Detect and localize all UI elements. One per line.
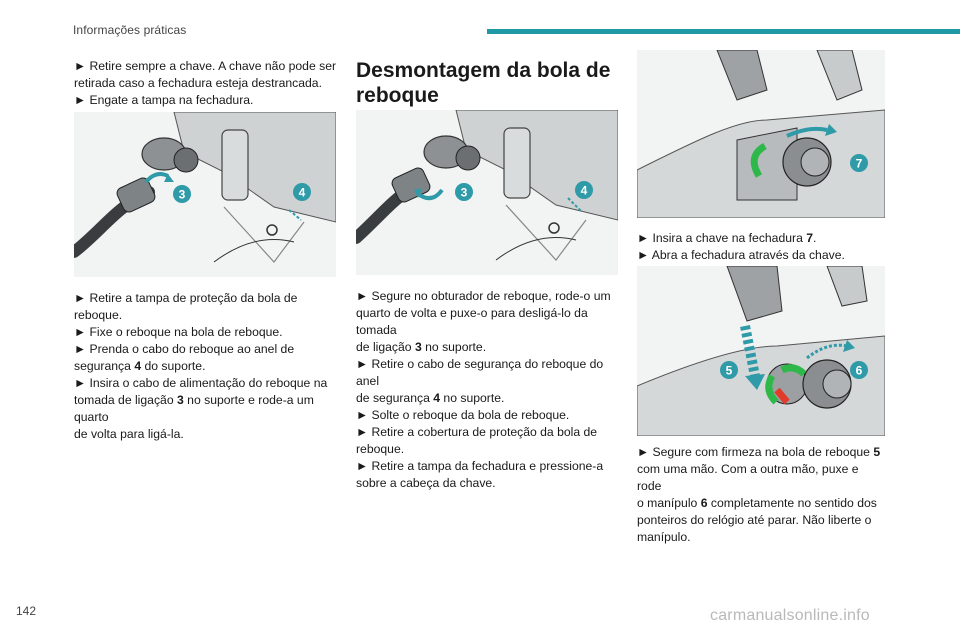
step-line: ► Segure com firmeza na bola de reboque … xyxy=(637,444,885,461)
step-line: sobre a cabeça da chave. xyxy=(356,476,496,490)
step-line: segurança 4 do suporte. xyxy=(74,358,344,375)
illustration-release-knob: 5 6 xyxy=(637,266,885,436)
step-line: de volta para ligá-la. xyxy=(74,427,184,441)
callout-badge-6 xyxy=(850,361,868,379)
heading-line-1: Desmontagem da bola de xyxy=(356,59,611,82)
header-accent-bar xyxy=(487,29,960,34)
callout-badge-7 xyxy=(850,154,868,172)
step-line: ► Retire a tampa da fechadura e pression… xyxy=(356,459,604,473)
step-line: ► Segure no obturador de reboque, rode-o… xyxy=(356,289,611,303)
text-fragment: de segurança xyxy=(356,391,434,405)
text-fragment: ► Insira a chave na fechadura xyxy=(637,231,807,245)
callout-badge-3 xyxy=(455,183,473,201)
text-fragment: do suporte. xyxy=(141,359,206,373)
figure-disconnect-cable: 3 4 xyxy=(356,110,618,275)
ref-number: 7 xyxy=(806,231,814,245)
step-line: ► Fixe o reboque na bola de reboque. xyxy=(74,325,283,339)
step-line: reboque. xyxy=(356,442,405,456)
figure-connect-cable: 3 4 xyxy=(74,112,336,277)
text-fragment: tomada de ligação xyxy=(74,393,177,407)
watermark: carmanualsonline.info xyxy=(710,607,870,624)
callout-badge-3 xyxy=(173,185,191,203)
illustration-tow-socket-connect: 3 4 xyxy=(74,112,336,277)
text-fragment: no suporte. xyxy=(421,340,487,354)
illustration-tow-socket-disconnect: 3 4 xyxy=(356,110,618,275)
step-line: ► Insira o cabo de alimentação do reboqu… xyxy=(74,376,328,390)
step-line: tomada de ligação 3 no suporte e rode-a … xyxy=(74,392,344,426)
illustration-lock-key: 7 xyxy=(637,50,885,218)
steps-text: ► Retire a tampa de proteção da bola de … xyxy=(74,290,344,443)
steps-text: ► Segure no obturador de reboque, rode-o… xyxy=(356,288,620,492)
callout-badge-4 xyxy=(575,181,593,199)
figure-turn-knob: 5 6 xyxy=(637,266,885,436)
step-line: quarto de volta e puxe-o para desligá-lo… xyxy=(356,306,588,337)
mid-text: ► Insira a chave na fechadura 7. ► Abra … xyxy=(637,230,885,264)
ref-number: 3 xyxy=(414,340,422,354)
callout-6: 6 xyxy=(856,364,863,378)
page-number: 142 xyxy=(16,604,37,618)
heading-line-2: reboque xyxy=(356,84,439,107)
step-line: ► Retire a tampa de proteção da bola de … xyxy=(74,291,298,322)
step-line: ► Insira a chave na fechadura 7. xyxy=(637,230,885,247)
intro-line-2: retirada caso a fechadura esteja destran… xyxy=(74,76,322,90)
callout-3: 3 xyxy=(461,186,468,200)
text-fragment: ► Segure com firmeza na bola de reboque xyxy=(637,445,874,459)
callout-4: 4 xyxy=(581,184,588,198)
step-line: manípulo. xyxy=(637,530,691,544)
step-line: ponteiros do relógio até parar. Não libe… xyxy=(637,513,872,527)
intro-line-1: ► Retire sempre a chave. A chave não pod… xyxy=(74,59,337,73)
ref-number: 6 xyxy=(700,496,708,510)
ref-number: 5 xyxy=(873,445,881,459)
text-fragment: de ligação xyxy=(356,340,415,354)
text-fragment: segurança xyxy=(74,359,135,373)
running-header: Informações práticas xyxy=(73,23,187,37)
step-line: com uma mão. Com a outra mão, puxe e rod… xyxy=(637,462,859,493)
step-line: ► Prenda o cabo do reboque ao anel de xyxy=(74,342,295,356)
callout-7: 7 xyxy=(856,157,863,171)
callout-5: 5 xyxy=(726,364,733,378)
step-line: de segurança 4 no suporte. xyxy=(356,390,620,407)
callout-4: 4 xyxy=(299,186,306,200)
intro-text: ► Retire sempre a chave. A chave não pod… xyxy=(74,58,344,109)
callout-badge-5 xyxy=(720,361,738,379)
callout-3: 3 xyxy=(179,188,186,202)
step-line: ► Abra a fechadura através da chave. xyxy=(637,248,845,262)
text-fragment: no suporte e rode-a um quarto xyxy=(74,393,314,424)
step-line: de ligação 3 no suporte. xyxy=(356,339,620,356)
steps-text: ► Segure com firmeza na bola de reboque … xyxy=(637,444,885,546)
figure-insert-key: 7 xyxy=(637,50,885,218)
step-line: ► Retire o cabo de segurança do reboque … xyxy=(356,357,604,388)
section-heading: Desmontagem da bola de reboque xyxy=(356,58,620,108)
step-line: ► Retire a cobertura de proteção da bola… xyxy=(356,425,598,439)
callout-badge-4 xyxy=(293,183,311,201)
text-fragment: . xyxy=(813,231,817,245)
ref-number: 4 xyxy=(433,391,441,405)
ref-number: 3 xyxy=(177,393,184,407)
step-line: o manípulo 6 completamente no sentido do… xyxy=(637,495,885,512)
step-line: ► Solte o reboque da bola de reboque. xyxy=(356,408,570,422)
text-fragment: o manípulo xyxy=(637,496,701,510)
text-fragment: completamente no sentido dos xyxy=(707,496,877,510)
intro-line-3: ► Engate a tampa na fechadura. xyxy=(74,93,254,107)
text-fragment: no suporte. xyxy=(440,391,505,405)
ref-number: 4 xyxy=(134,359,142,373)
